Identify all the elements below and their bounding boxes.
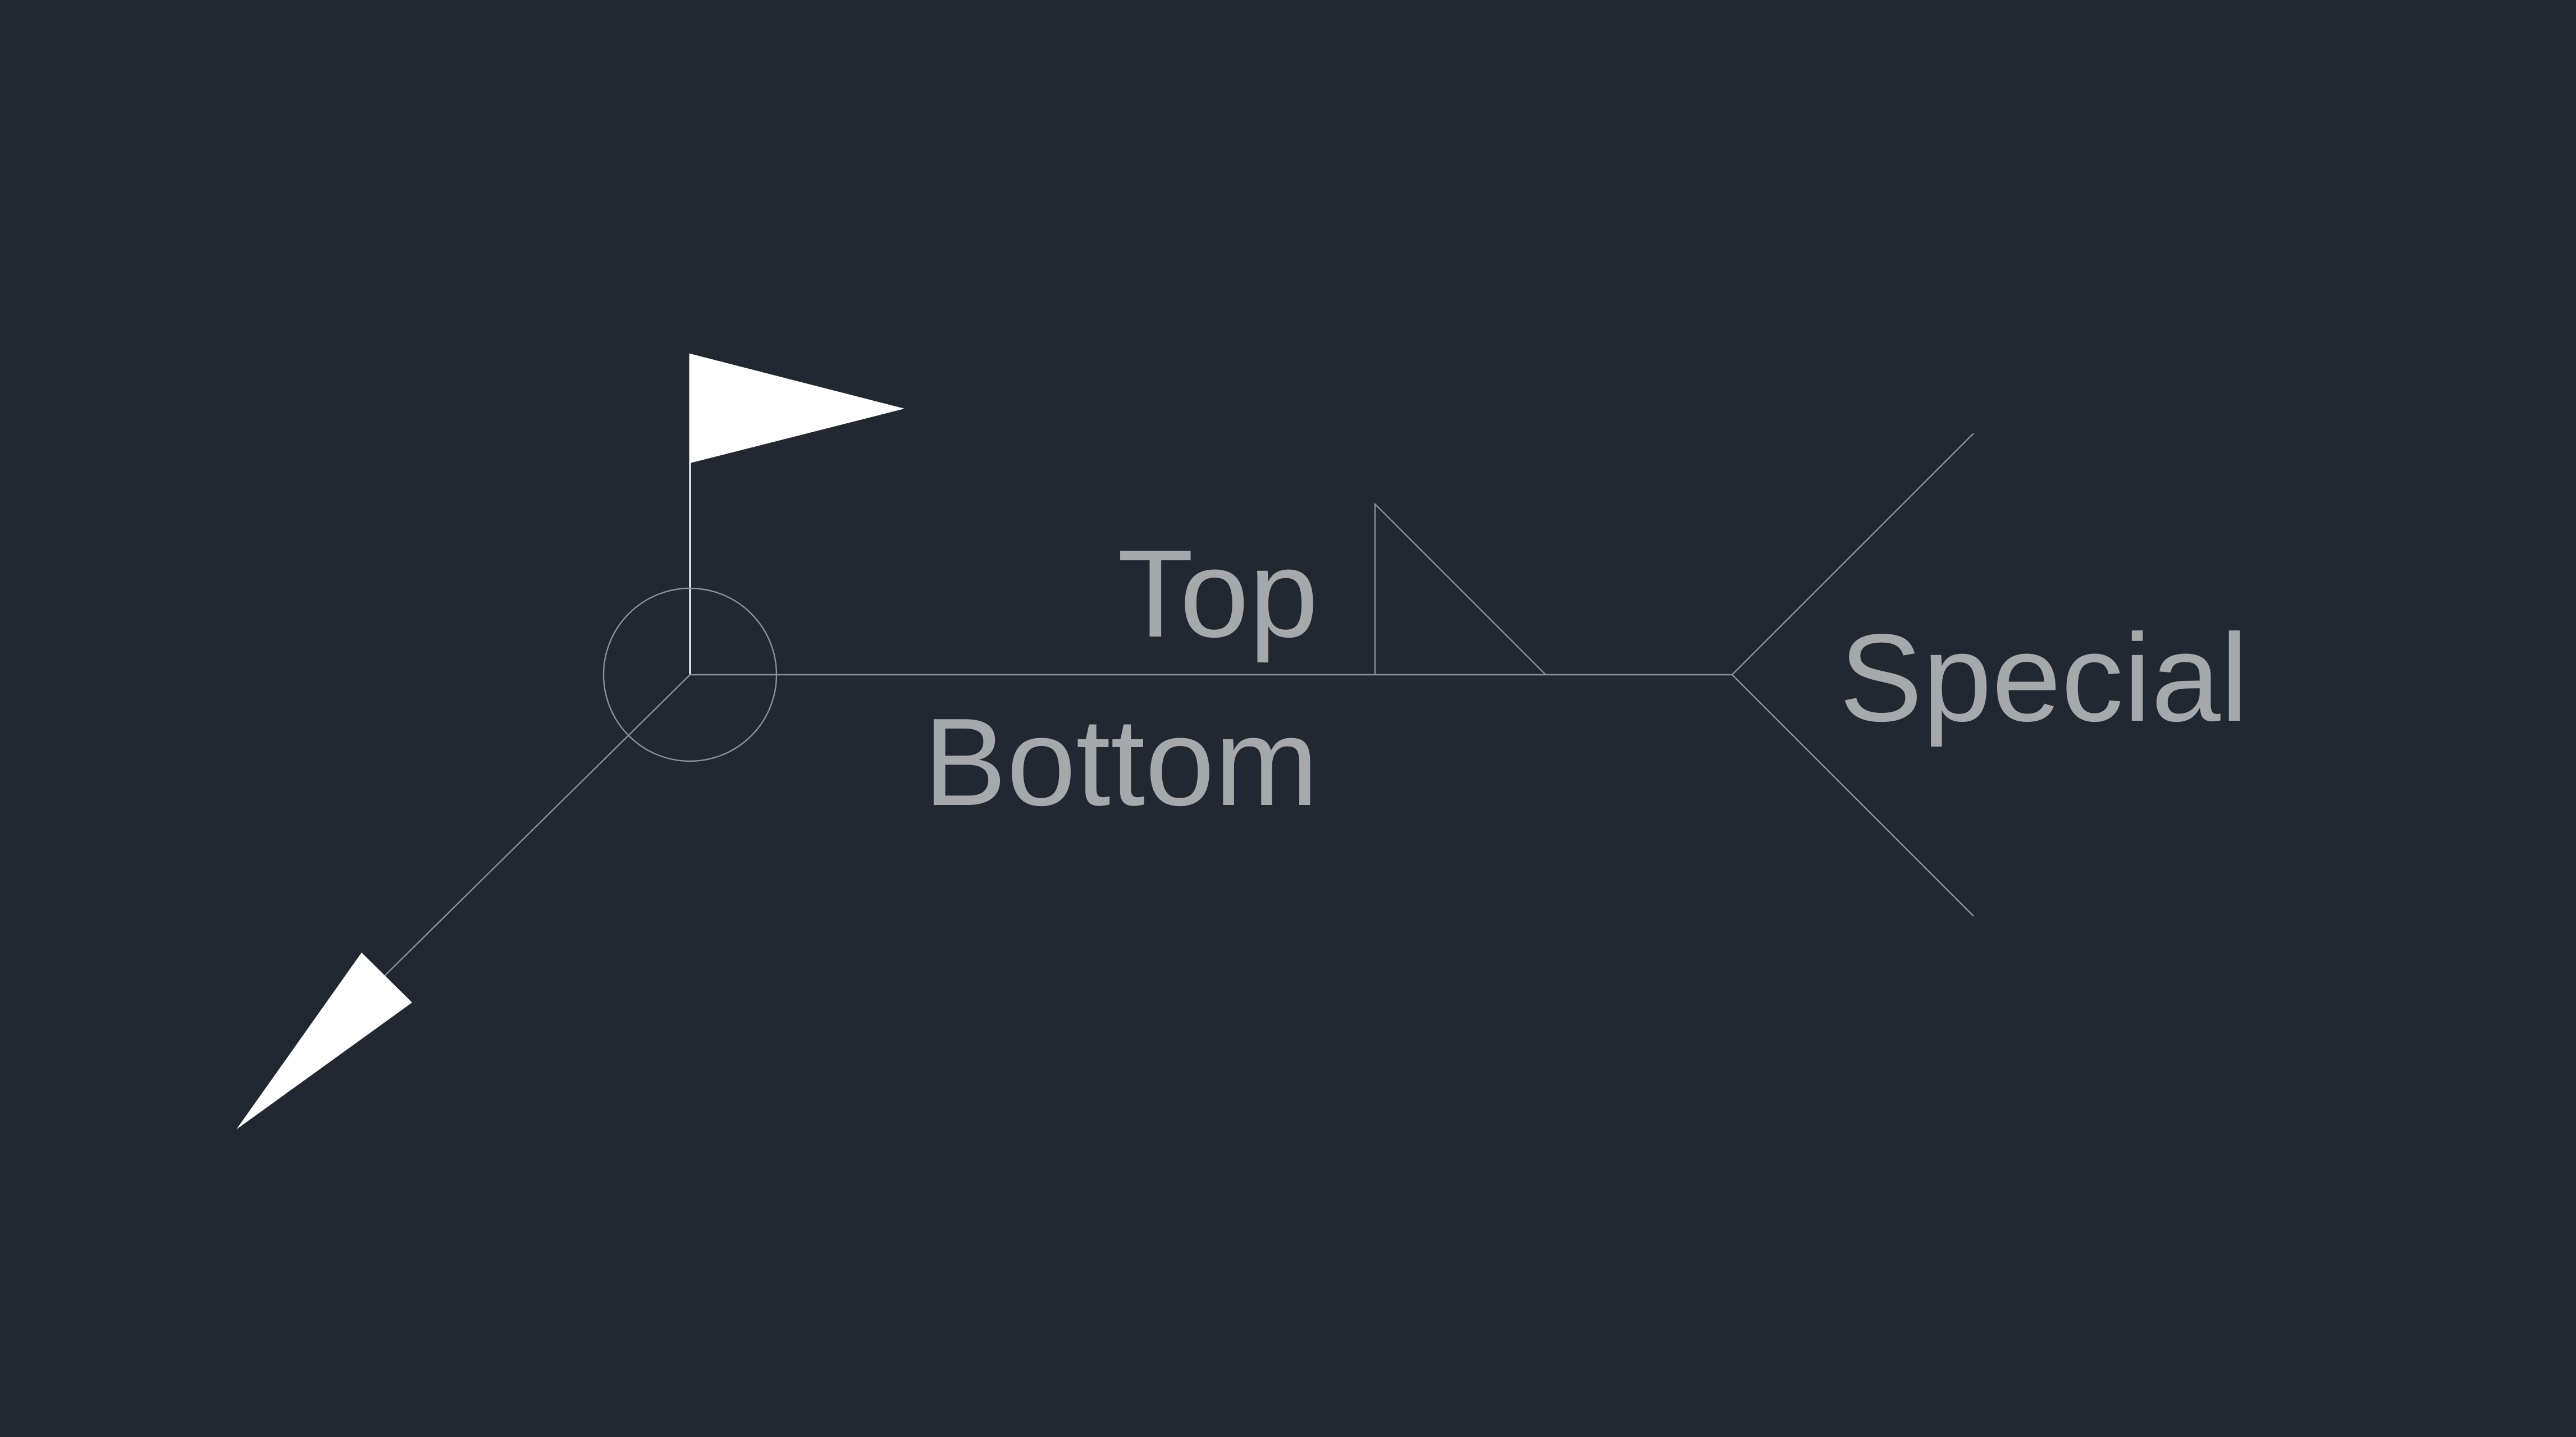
leader-line <box>373 674 691 987</box>
field-weld-flag-icon <box>690 354 905 463</box>
arrowhead-icon <box>236 953 412 1129</box>
arrow-side-label: Bottom <box>924 693 1318 832</box>
tail-label: Special <box>1839 608 2248 748</box>
fillet-weld-symbol-icon <box>1374 502 1546 675</box>
other-side-label: Top <box>1117 524 1318 663</box>
tail-upper-line <box>1732 433 1974 675</box>
tail-lower-line <box>1732 674 1974 917</box>
